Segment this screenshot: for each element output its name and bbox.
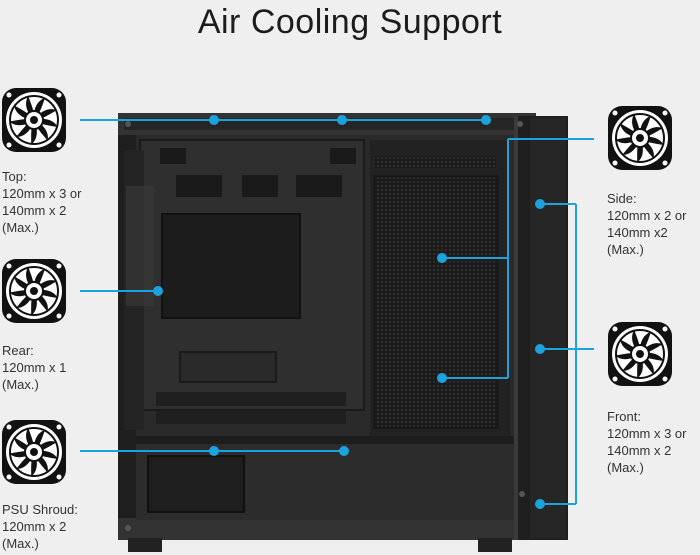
side-fan-label: Side: 120mm x 2 or 140mm x2 (Max.)	[607, 191, 687, 257]
fan-icon	[0, 418, 68, 486]
front-fan-label: Front: 120mm x 3 or 140mm x 2 (Max.)	[607, 409, 687, 475]
fan-icon	[0, 86, 68, 154]
fan-icon	[606, 104, 674, 172]
fan-icon	[606, 320, 674, 388]
callout-lines	[80, 119, 594, 505]
rear-fan-label: Rear: 120mm x 1 (Max.)	[2, 343, 67, 392]
psu-shroud-fan-label: PSU Shroud: 120mm x 2 (Max.)	[2, 502, 78, 551]
fan-icon	[0, 257, 68, 325]
callout-dots	[153, 115, 545, 509]
top-fan-label: Top: 120mm x 3 or 140mm x 2 (Max.)	[2, 169, 82, 235]
pc-case	[118, 113, 568, 552]
page-title: Air Cooling Support	[197, 3, 503, 41]
